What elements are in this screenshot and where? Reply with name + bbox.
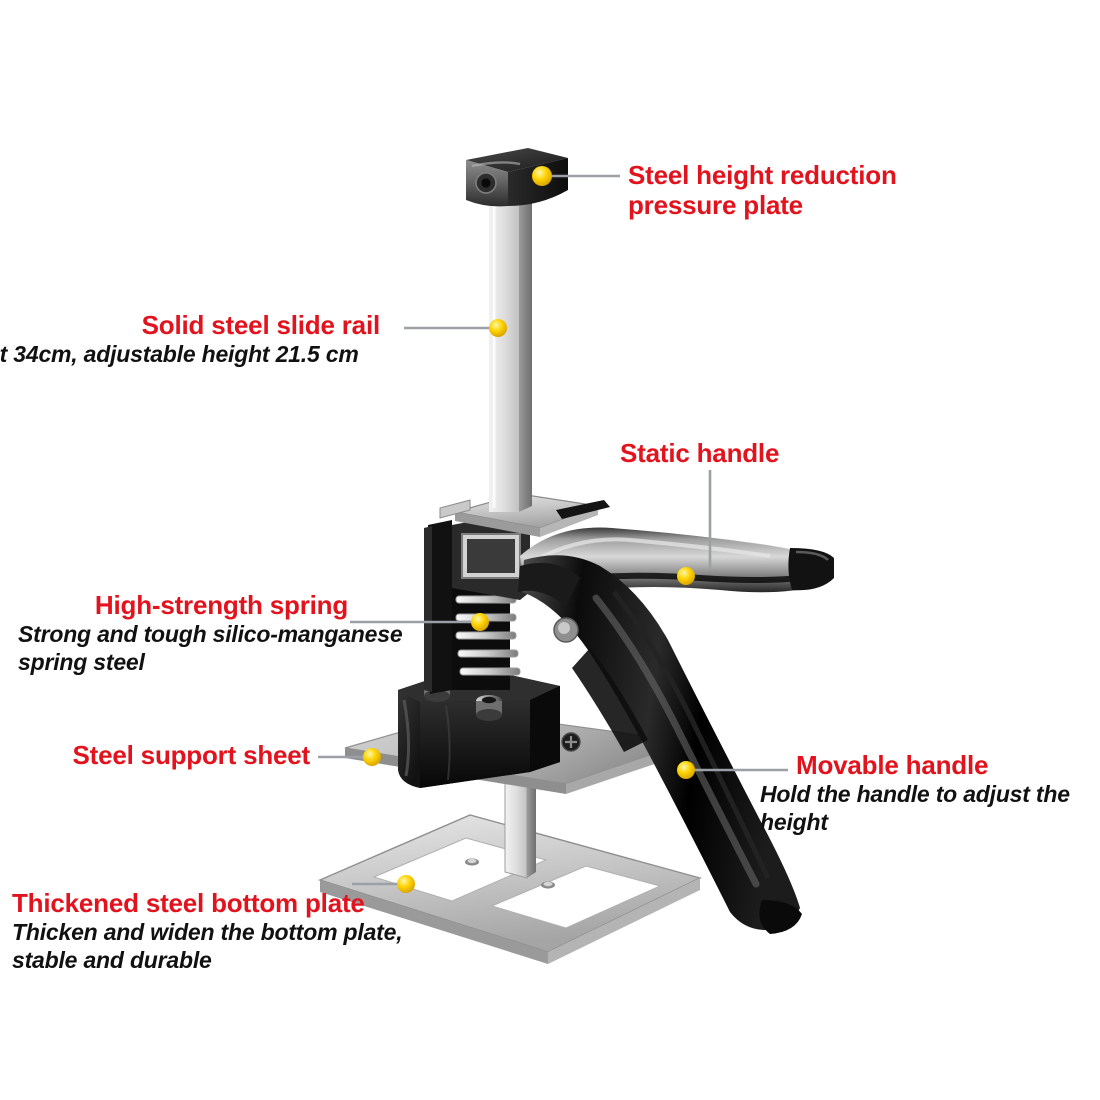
high-strength-spring-art <box>424 512 530 694</box>
slide-rail-art <box>489 196 532 512</box>
callout-title-bottom-plate: Thickened steel bottom plate <box>12 888 365 918</box>
callout-subtitle-slide-rail: Total height 34cm, adjustable height 21.… <box>0 341 359 367</box>
callout-title-static-handle: Static handle <box>620 438 780 468</box>
leader-lines <box>318 174 788 886</box>
callout-subtitle-bottom-plate: Thicken and widen the bottom plate, stab… <box>12 919 403 973</box>
callout-title-spring: High-strength spring <box>94 590 348 620</box>
callout-bottom-plate: Thickened steel bottom plate Thicken and… <box>12 888 432 974</box>
upper-bracket-art <box>439 493 610 537</box>
callout-pressure-plate: Steel height reduction pressure plate <box>628 160 1058 220</box>
callout-steel-support-sheet: Steel support sheet <box>0 740 311 770</box>
callout-slide-rail: Solid steel slide rail Total height 34cm… <box>0 310 380 368</box>
callout-title-slide-rail: Solid steel slide rail <box>141 310 381 340</box>
callout-high-strength-spring: High-strength spring Strong and tough si… <box>0 590 403 676</box>
callout-title-support-sheet: Steel support sheet <box>72 740 311 770</box>
bottom-plate-art <box>318 746 702 964</box>
handle-strut <box>572 648 648 752</box>
callout-static-handle: Static handle <box>620 438 920 468</box>
callout-title-pressure-plate: Steel height reduction pressure plate <box>628 160 897 220</box>
marker-dots <box>363 166 695 893</box>
callout-movable-handle: Movable handle Hold the handle to adjust… <box>760 750 1096 836</box>
callout-subtitle-spring: Strong and tough silico-manganese spring… <box>18 621 403 675</box>
movable-handle-art <box>518 555 802 934</box>
callout-title-movable-handle: Movable handle <box>796 750 989 780</box>
callout-subtitle-movable-handle: Hold the handle to adjust the height <box>760 781 1070 835</box>
